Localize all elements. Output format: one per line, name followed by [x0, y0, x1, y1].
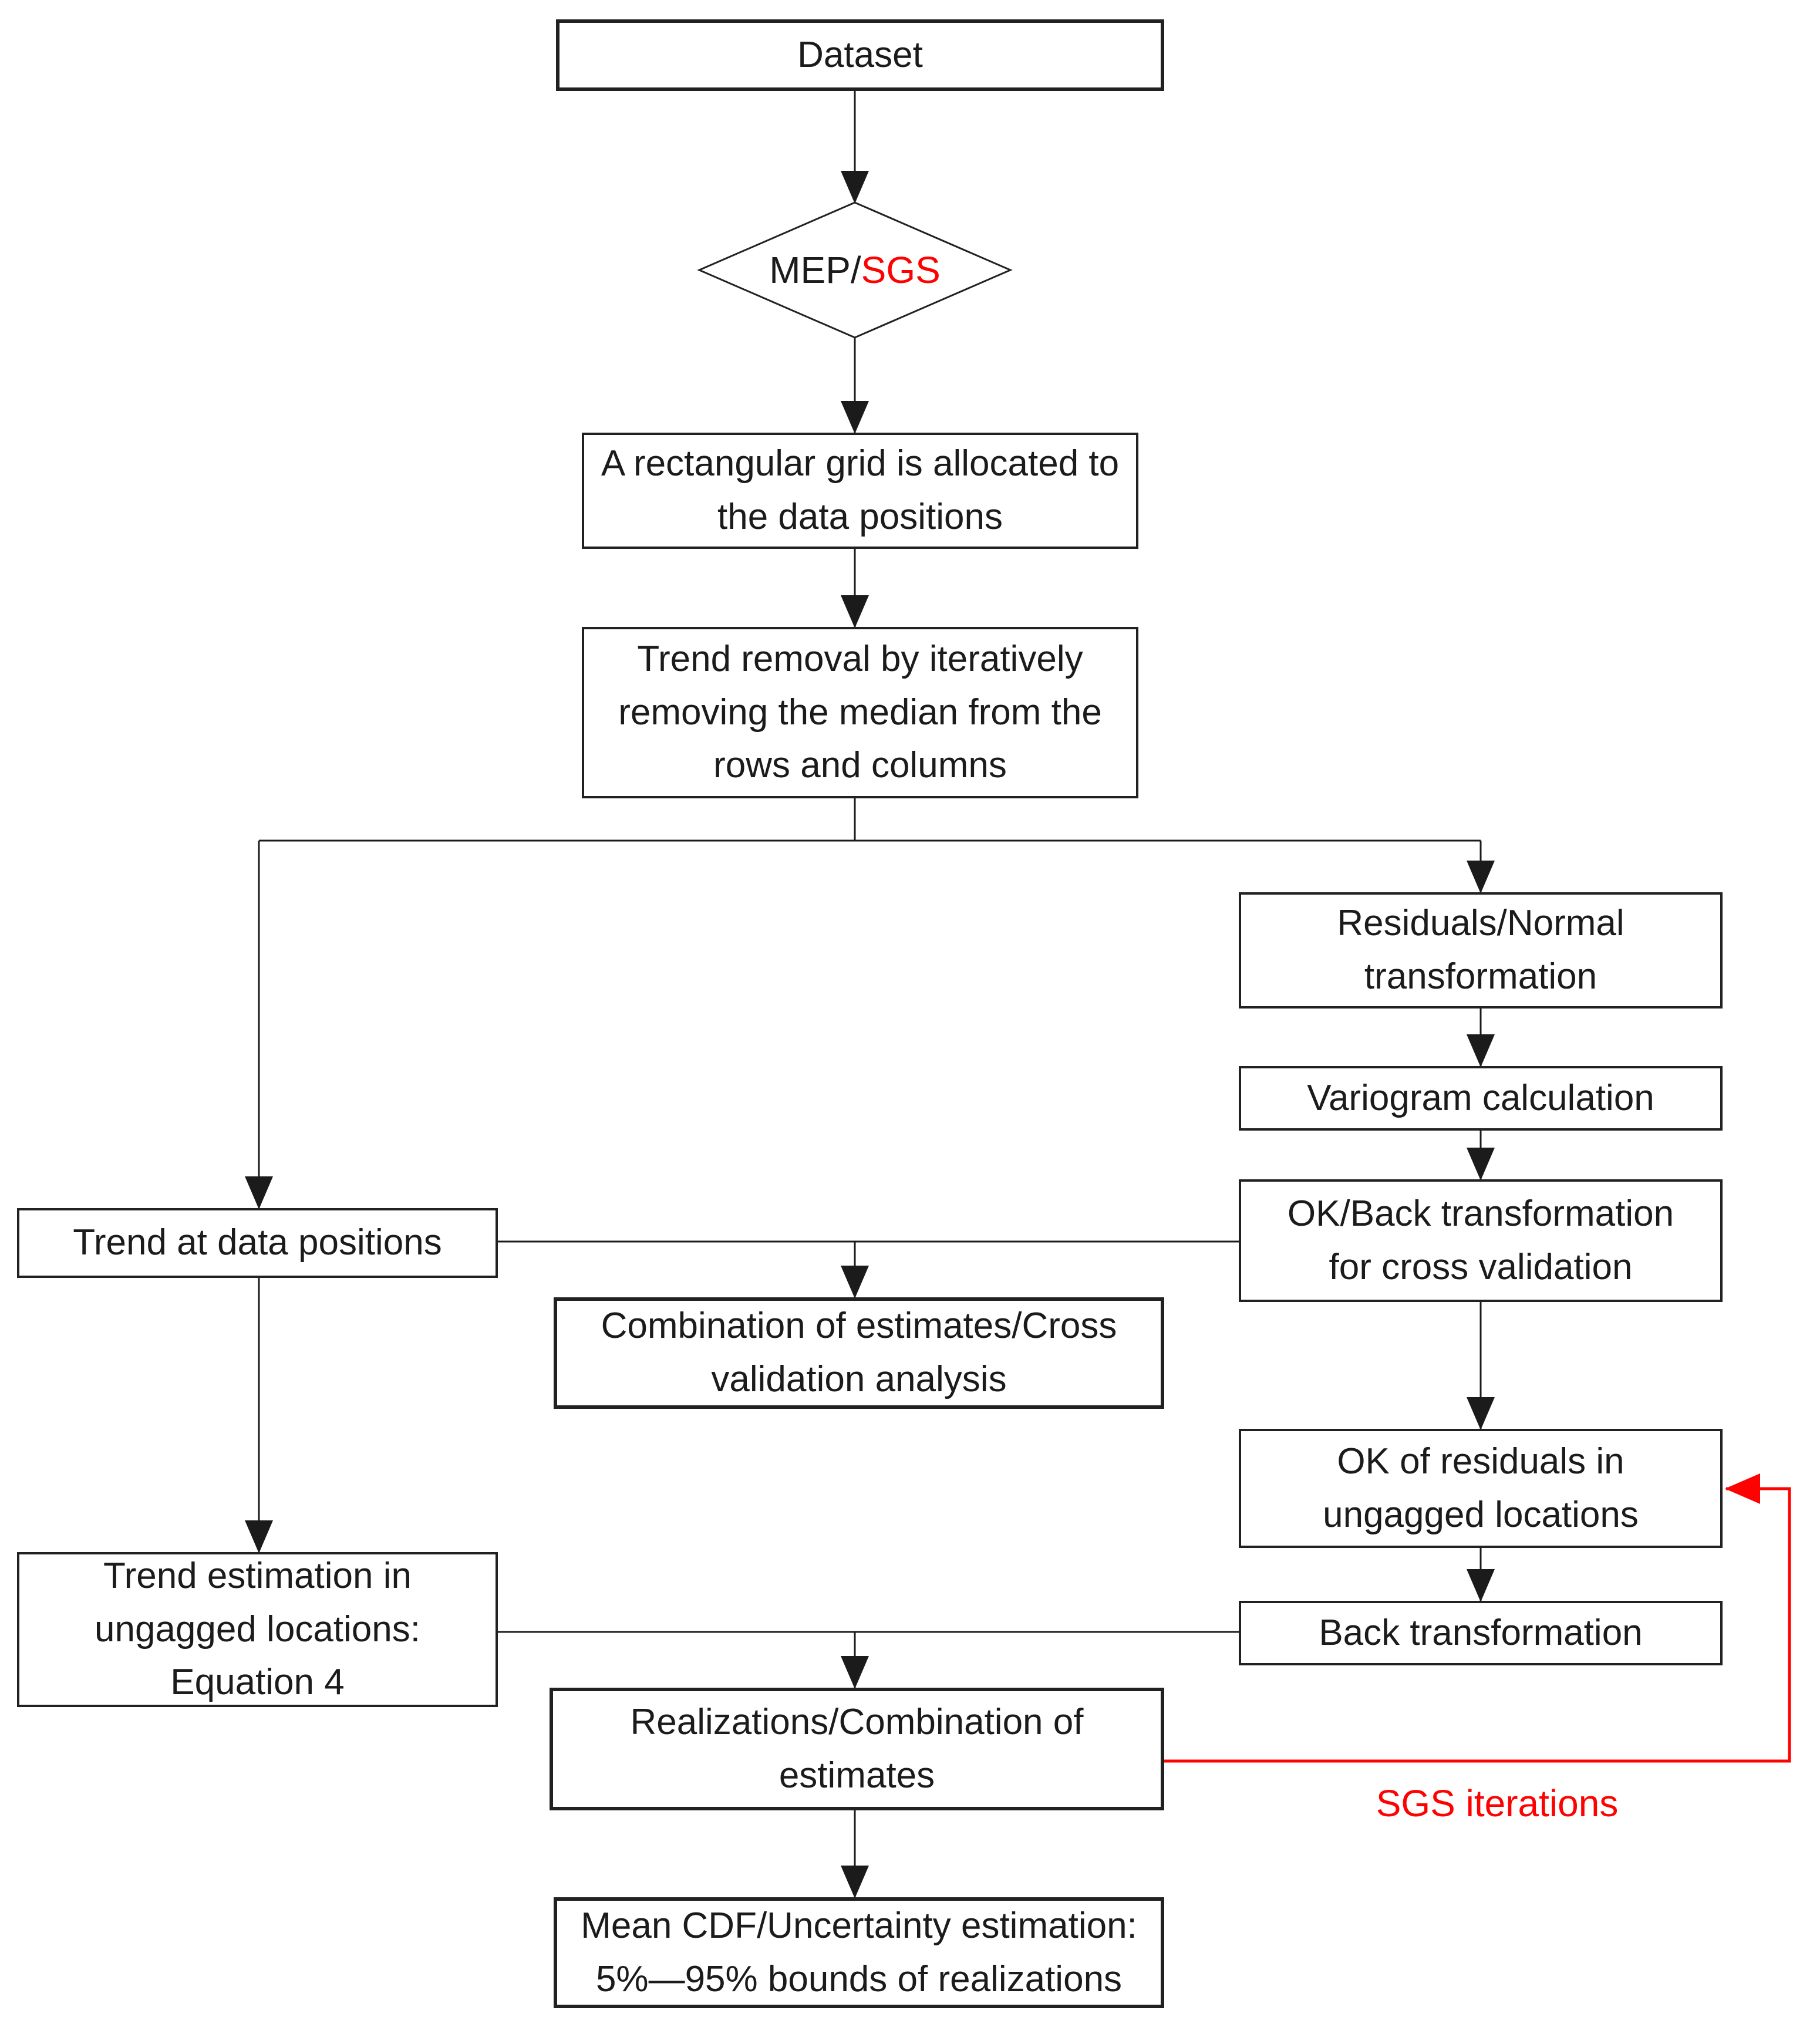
- node-mean-cdf-uncertainty: Mean CDF/Uncertainty estimation: 5%—95% …: [554, 1897, 1164, 2008]
- node-ok-back-transformation: OK/Back transformation for cross validat…: [1239, 1179, 1723, 1302]
- node-dataset: Dataset: [556, 19, 1164, 91]
- decision-label-sgs: SGS: [861, 249, 941, 291]
- node-trend-removal: Trend removal by iteratively removing th…: [582, 627, 1138, 798]
- node-realizations: Realizations/Combination of estimates: [550, 1688, 1164, 1810]
- node-decision-label: MEP/SGS: [699, 203, 1010, 338]
- decision-diamond-shape: [697, 201, 1013, 339]
- connector-sgs-iteration-loop: [1164, 1473, 1791, 1763]
- node-rectangular-grid: A rectangular grid is allocated to the d…: [582, 433, 1138, 549]
- node-residuals-normal-transformation: Residuals/Normal transformation: [1239, 892, 1723, 1008]
- node-variogram-calculation: Variogram calculation: [1239, 1066, 1723, 1131]
- node-back-transformation: Back transformation: [1239, 1601, 1723, 1665]
- node-combination-of-estimates: Combination of estimates/Cross validatio…: [554, 1297, 1164, 1409]
- node-ok-of-residuals: OK of residuals in ungagged locations: [1239, 1429, 1723, 1548]
- sgs-iterations-annotation: SGS iterations: [1376, 1782, 1619, 1824]
- node-trend-at-data-positions: Trend at data positions: [17, 1208, 498, 1278]
- node-trend-estimation-ungagged: Trend estimation in ungagged locations: …: [17, 1552, 498, 1707]
- decision-label-mep: MEP/: [769, 249, 861, 291]
